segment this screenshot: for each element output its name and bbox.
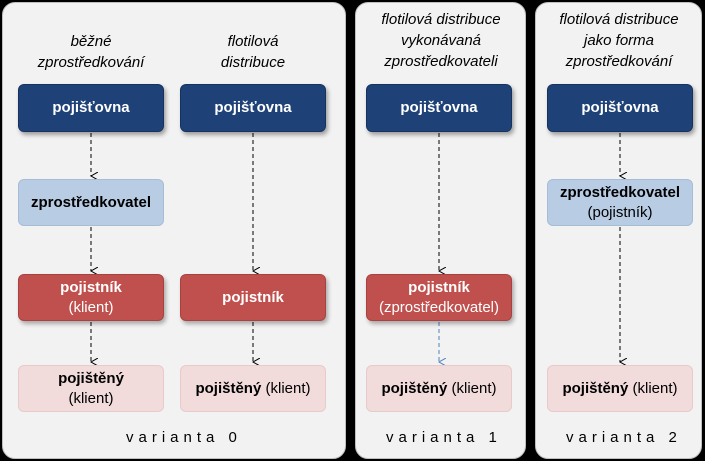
variant-2-label: varianta 2 (566, 429, 682, 446)
insured-box-column-2: pojištěný (klient) (366, 365, 512, 412)
insured-box-column-1: pojištěný (klient) (180, 365, 326, 412)
insurer-box-column-3: pojišťovna (547, 84, 693, 132)
insured-box-column-3: pojištěný (klient) (547, 365, 693, 412)
heading-column-2: flotilová distribuce vykonávaná zprostře… (381, 11, 501, 70)
broker-box-column-3: zprostředkovatel (pojistník) (547, 179, 693, 226)
insurer-box-column-2: pojišťovna (366, 84, 512, 132)
heading-column-3: flotilová distribuce jako forma zprostře… (559, 11, 679, 70)
insurer-box-column-1: pojišťovna (180, 84, 326, 132)
heading-column-1: flotilová distribuce (220, 33, 286, 71)
insurer-box-column-0: pojišťovna (18, 84, 164, 132)
broker-box-column-0: zprostředkovatel (18, 179, 164, 226)
heading-column-0: běžné zprostředkování (37, 33, 145, 71)
policyholder-box-column-0: pojistník (klient) (18, 274, 164, 321)
policyholder-box-column-1: pojistník (180, 274, 326, 321)
insured-box-column-0: pojištěný (klient) (18, 365, 164, 412)
variant-0-label: varianta 0 (126, 429, 242, 446)
policyholder-box-column-2: pojistník (zprostředkovatel) (366, 274, 512, 321)
variant-1-label: varianta 1 (386, 429, 502, 446)
